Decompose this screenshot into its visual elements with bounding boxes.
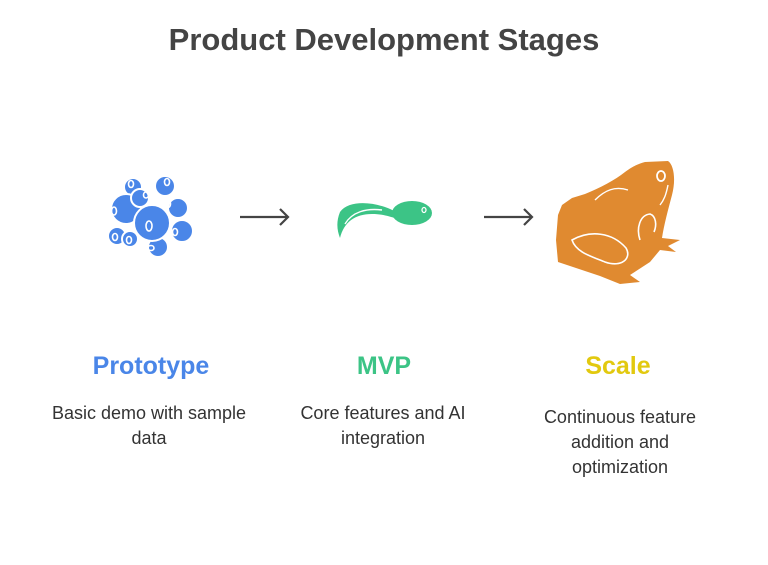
arrow-icon: [484, 208, 534, 226]
stage-description-scale: Continuous feature addition and optimiza…: [543, 407, 697, 477]
tadpole-icon: [337, 201, 432, 238]
stage-title-prototype: Prototype: [92, 352, 210, 380]
stage-description-prototype: Basic demo with sample data: [51, 403, 247, 448]
page-title: Product Development Stages: [168, 22, 600, 57]
arrow-icon: [240, 208, 290, 226]
stage-title-scale: Scale: [585, 352, 651, 380]
frog-eggs-icon: [107, 175, 194, 258]
frog-icon: [556, 161, 680, 284]
stage-title-mvp: MVP: [356, 352, 412, 380]
stage-description-mvp: Core features and AI integration: [300, 403, 466, 448]
